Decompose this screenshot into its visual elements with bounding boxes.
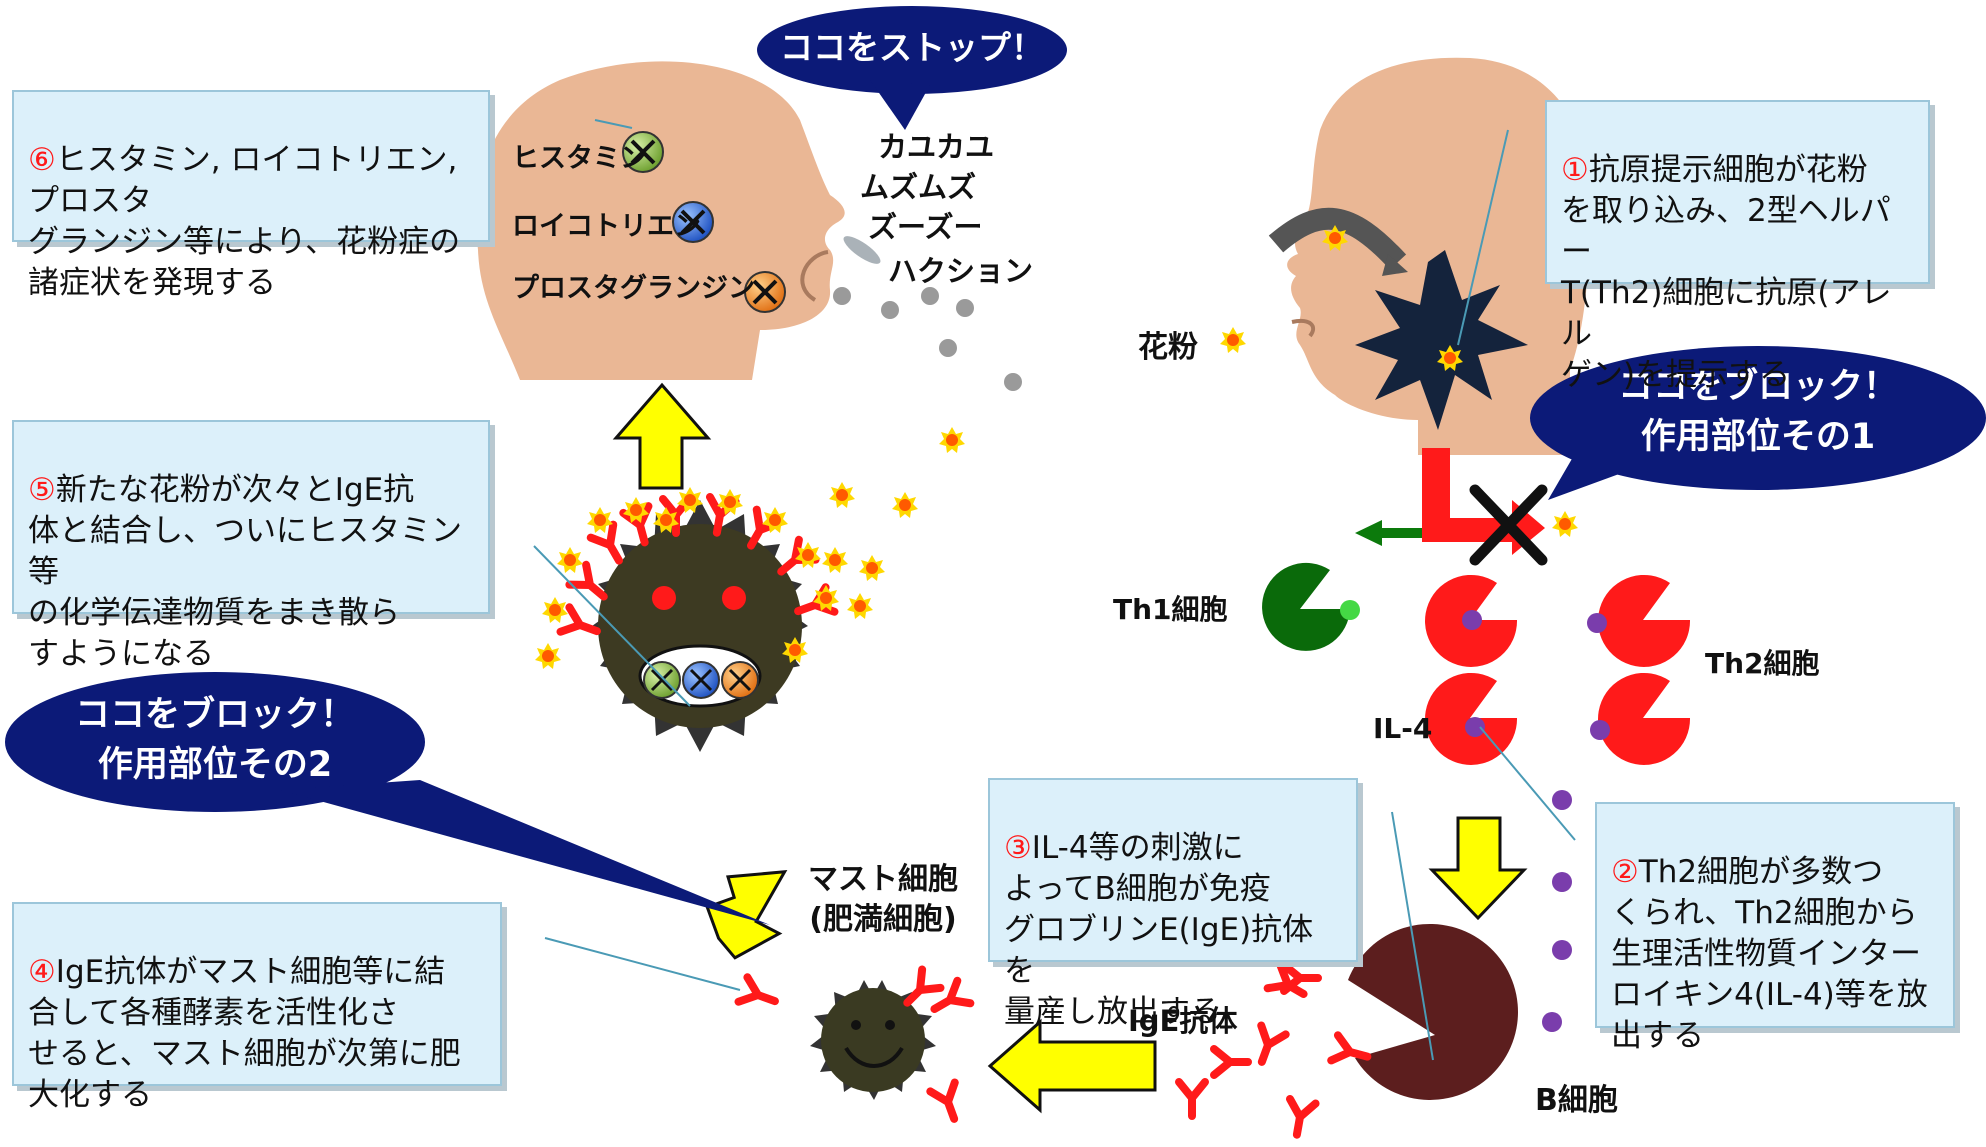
step-1-box: ①抗原提示細胞が花粉 を取り込み、2型ヘルパー T(Th2)細胞に抗原(アレル … [1545, 100, 1930, 393]
symptom-sniffle: ズーズー [868, 210, 983, 244]
step-3-box: ③IL-4等の刺激に よってB細胞が免疫 グロブリンE(IgE)抗体を 量産し放… [988, 778, 1358, 1030]
mediator-label-leukotriene: ロイコトリエン [512, 211, 701, 242]
up-arrow-2 [705, 870, 788, 960]
bubble-block-2: ココをブロック！ 作用部位その2 [74, 695, 355, 785]
bubble-stop: ココをストップ！ [780, 28, 1044, 67]
symptom-sneeze: ハクション [888, 254, 1034, 288]
callout-line-4 [544, 937, 741, 991]
step-4-number: ④ [28, 954, 56, 990]
step-6-number: ⑥ [28, 142, 56, 178]
step-6-text: ヒスタミン, ロイコトリエン, プロスタ グランジン等により、花粉症の 諸症状を… [28, 142, 461, 301]
b-cell [1348, 923, 1518, 1100]
step-2-text: Th2細胞が多数つ くられ、Th2細胞から 生理活性物質インター ロイキン4(I… [1611, 854, 1928, 1054]
callout-line-1 [1457, 129, 1509, 346]
th2-cell-label: Th2細胞 [1705, 647, 1820, 680]
step-2-number: ② [1611, 854, 1639, 890]
step-4-box: ④IgE抗体がマスト細胞等に結 合して各種酵素を活性化さ せると、マスト細胞が次… [12, 902, 502, 1113]
callout-line-5 [533, 545, 691, 707]
il4-particles [1462, 610, 1610, 1032]
mast-cell-small [739, 969, 971, 1123]
step-3-text: IL-4等の刺激に よってB細胞が免疫 グロブリンE(IgE)抗体を 量産し放出… [1004, 830, 1314, 1030]
b-cell-label: B細胞 [1535, 1083, 1618, 1118]
step-1-number: ① [1561, 152, 1589, 188]
down-arrow [1428, 816, 1528, 921]
block-x-mark [1469, 484, 1548, 566]
leukotriene-icon [672, 201, 714, 243]
mast-cell-large [535, 487, 839, 752]
th1-cell [1262, 562, 1350, 651]
antigen-presenting-cell [1355, 250, 1528, 430]
pollen-icon [1220, 327, 1246, 353]
bubble-stop-shape [757, 6, 1067, 130]
th1-pathway-arrow [1355, 520, 1422, 546]
sneeze-droplets [833, 287, 1022, 391]
mediator-label-prostaglandin: プロスタグランジン [512, 273, 755, 304]
symptom-tickle: ムズムズ [860, 170, 977, 204]
left-arrow [987, 1018, 1157, 1114]
step-6-box: ⑥ヒスタミン, ロイコトリエン, プロスタ グランジン等により、花粉症の 諸症状… [12, 90, 490, 301]
pollen-label: 花粉 [1138, 330, 1198, 365]
step-4-text: IgE抗体がマスト細胞等に結 合して各種酵素を活性化さ せると、マスト細胞が次第… [28, 954, 461, 1113]
bubble-block-1: ココをブロック！ 作用部位その1 [1618, 367, 1898, 457]
callout-line-3 [1391, 811, 1434, 1061]
callout-line-6 [594, 119, 633, 129]
histamine-icon [622, 131, 664, 173]
mast-cell-label: マスト細胞 (肥満細胞) [808, 862, 958, 937]
il4-label: IL-4 [1373, 712, 1433, 745]
step-1-text: 抗原提示細胞が花粉 を取り込み、2型ヘルパー T(Th2)細胞に抗原(アレル ゲ… [1561, 152, 1892, 393]
step-2-box: ②Th2細胞が多数つ くられ、Th2細胞から 生理活性物質インター ロイキン4(… [1595, 802, 1955, 1054]
symptom-itchy: カユカユ [878, 130, 995, 164]
callout-line-2 [1479, 726, 1576, 841]
bubble-block1-shape [1530, 346, 1986, 500]
step-3-number: ③ [1004, 830, 1032, 866]
ige-antibody-label: IgE抗体 [1128, 1004, 1238, 1038]
step-5-text: 新たな花粉が次々とIgE抗 体と結合し、ついにヒスタミン等 の化学伝達物質をまき… [28, 472, 462, 672]
step-5-number: ⑤ [28, 472, 56, 508]
pollen-cloud [822, 427, 965, 619]
ige-antibodies [1179, 965, 1371, 1137]
bubble-block2-shape [5, 672, 770, 925]
prostaglandin-icon [744, 271, 786, 313]
th2-cells [1425, 574, 1691, 765]
th1-cell-label: Th1細胞 [1113, 593, 1228, 626]
step-5-box: ⑤新たな花粉が次々とIgE抗 体と結合し、ついにヒスタミン等 の化学伝達物質をま… [12, 420, 490, 672]
up-arrow-1 [612, 382, 712, 490]
mediator-label-histamine: ヒスタミン [512, 143, 647, 174]
